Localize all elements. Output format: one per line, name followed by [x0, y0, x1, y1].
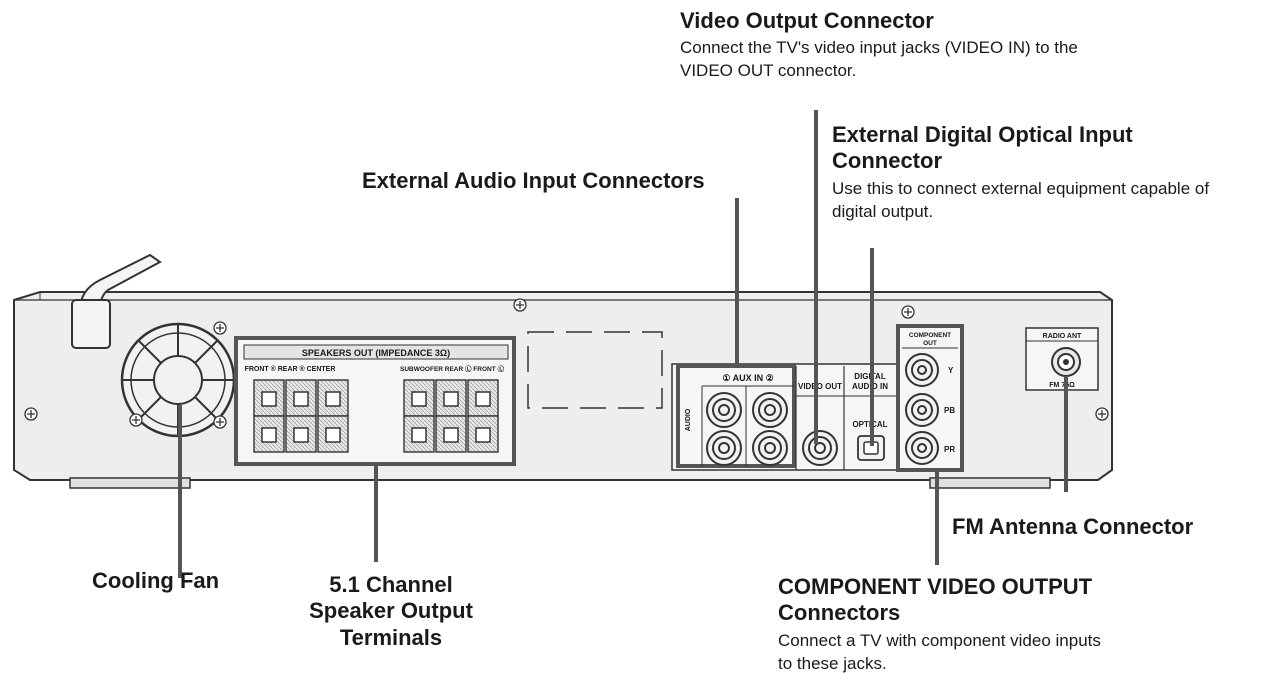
optical-input-title: External Digital Optical Input Connector	[832, 122, 1133, 174]
callout-speaker-terminals: 5.1 Channel Speaker Output Terminals	[296, 572, 486, 651]
video-out-label: VIDEO OUT	[798, 382, 842, 391]
video-output-title: Video Output Connector	[680, 8, 934, 33]
fm75-label: FM 75Ω	[1049, 382, 1075, 389]
leader-lines	[178, 110, 1068, 578]
sub-rear-front-label: SUBWOOFER REAR Ⓛ FRONT Ⓛ	[400, 364, 504, 373]
radio-antenna-panel: RADIO ANT FM 75Ω	[1025, 327, 1099, 391]
audio-label: AUDIO	[685, 408, 692, 431]
component-video-desc: Connect a TV with component video inputs…	[778, 630, 1101, 673]
pr-label: PR	[944, 445, 955, 454]
callout-fm-antenna: FM Antenna Connector	[952, 514, 1193, 540]
radio-ant-label: RADIO ANT	[1043, 333, 1082, 340]
cooling-fan	[120, 322, 236, 438]
external-audio-title: External Audio Input Connectors	[362, 168, 705, 193]
speaker-terminals-title: 5.1 Channel Speaker Output Terminals	[309, 572, 473, 650]
y-label: Y	[948, 366, 954, 375]
callout-cooling-fan: Cooling Fan	[92, 568, 219, 594]
connector-cluster: ① AUX IN ② AUDIO VIDEO OUT DIGITAL AUDIO…	[671, 324, 964, 472]
fm-antenna-title: FM Antenna Connector	[952, 514, 1194, 539]
component-out-label-1: COMPONENT	[909, 332, 951, 339]
callout-optical-input: External Digital Optical Input Connector…	[832, 122, 1222, 224]
optical-input-desc: Use this to connect external equipment c…	[832, 178, 1210, 221]
front-rear-center-label: FRONT ® REAR ® CENTER	[245, 365, 336, 373]
callout-component-video: COMPONENT VIDEO OUTPUT Connectors Connec…	[778, 574, 1118, 676]
speakers-header-text: SPEAKERS OUT (IMPEDANCE 3Ω)	[302, 348, 450, 358]
component-out-label-2: OUT	[923, 340, 937, 347]
callout-video-output: Video Output Connector Connect the TV's …	[680, 8, 1110, 83]
speakers-out-panel: SPEAKERS OUT (IMPEDANCE 3Ω) FRONT ® REAR…	[234, 336, 516, 466]
power-cord	[71, 253, 162, 349]
video-output-desc: Connect the TV's video input jacks (VIDE…	[680, 38, 1078, 81]
aux-in-label: ① AUX IN ②	[722, 373, 773, 383]
component-video-title: COMPONENT VIDEO OUTPUT Connectors	[778, 574, 1093, 626]
callout-external-audio: External Audio Input Connectors	[362, 168, 705, 194]
dashed-outline	[527, 331, 663, 409]
cooling-fan-title: Cooling Fan	[92, 568, 220, 593]
pb-label: PB	[944, 406, 955, 415]
